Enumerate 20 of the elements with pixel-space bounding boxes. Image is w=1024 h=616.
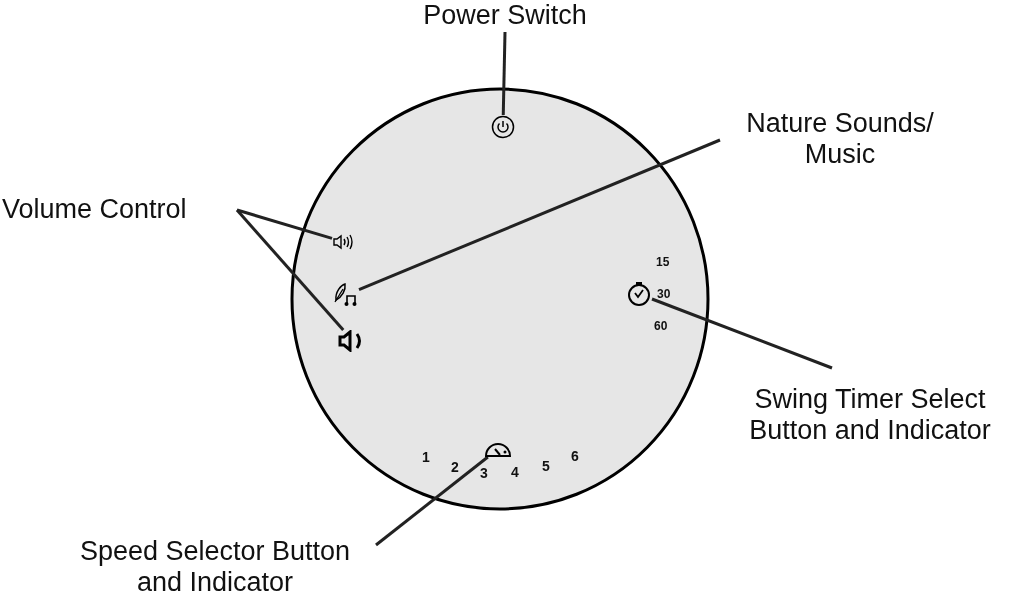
- speed-setting-number: 1: [422, 449, 430, 465]
- callout-label: Volume Control: [2, 194, 188, 225]
- leader-line: [236, 208, 333, 240]
- callout-label: Nature Sounds/ Music: [745, 108, 935, 170]
- speed-setting-number: 2: [451, 459, 459, 475]
- callout-label: Power Switch: [422, 0, 588, 31]
- leader-line: [651, 297, 833, 370]
- speed-setting-number: 6: [571, 448, 579, 464]
- speed-setting-number: 5: [542, 458, 550, 474]
- speed-setting-number: 3: [480, 465, 488, 481]
- callout-label: Swing Timer Select Button and Indicator: [748, 384, 992, 446]
- leader-line: [375, 455, 489, 547]
- timer-setting-number: 60: [654, 319, 668, 333]
- leader-line: [501, 31, 507, 116]
- leader-line: [235, 209, 345, 331]
- timer-setting-number: 30: [657, 287, 671, 301]
- speed-setting-number: 4: [511, 464, 519, 480]
- timer-setting-number: 15: [656, 255, 670, 269]
- leader-line: [358, 138, 721, 291]
- callout-label: Speed Selector Button and Indicator: [78, 536, 352, 598]
